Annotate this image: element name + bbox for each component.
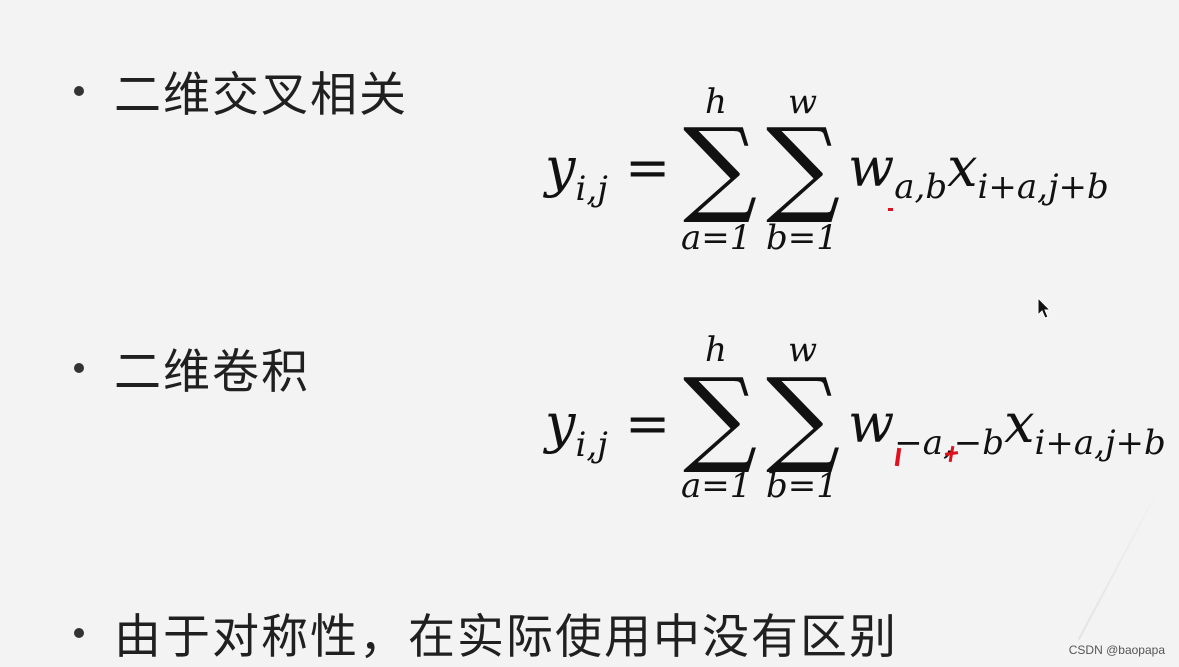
formula-term: w−a,−bxi+a,j+b xyxy=(848,392,1166,463)
summation-symbol: ∑ xyxy=(766,105,841,227)
summation-symbol: ∑ xyxy=(683,355,758,477)
annotation-mark xyxy=(888,208,893,211)
mouse-pointer-icon xyxy=(1037,297,1052,319)
sum2-lower-limit: b=1 xyxy=(766,466,838,506)
sum2-upper-limit: w xyxy=(788,82,818,122)
formula-lhs: yi,j xyxy=(545,136,608,209)
watermark: CSDN @baopapa xyxy=(1068,643,1165,657)
bullet-text: 二维卷积 xyxy=(114,345,310,400)
bullet-symmetry-note: 由于对称性，在实际使用中没有区别 xyxy=(74,598,898,667)
bullet-convolution: 二维卷积 xyxy=(74,333,310,402)
equals-sign: = xyxy=(625,136,671,199)
bullet-cross-correlation: 二维交叉相关 xyxy=(74,56,408,125)
sum1-lower-limit: a=1 xyxy=(681,218,752,258)
bullet-dot xyxy=(74,362,84,373)
bullet-text: 由于对称性，在实际使用中没有区别 xyxy=(114,610,898,665)
background-edge xyxy=(1077,480,1165,640)
formula-term: wa,bxi+a,j+b xyxy=(848,136,1109,207)
sum2-lower-limit: b=1 xyxy=(766,218,838,258)
sum1-upper-limit: h xyxy=(705,82,727,122)
sum1-upper-limit: h xyxy=(705,330,727,370)
summation-symbol: ∑ xyxy=(766,355,841,477)
bullet-dot xyxy=(74,85,84,96)
bullet-text: 二维交叉相关 xyxy=(114,68,408,123)
summation-symbol: ∑ xyxy=(683,105,758,227)
sum2-upper-limit: w xyxy=(788,330,818,370)
bullet-dot xyxy=(74,627,84,638)
equals-sign: = xyxy=(625,392,671,455)
formula-lhs: yi,j xyxy=(545,392,608,465)
sum1-lower-limit: a=1 xyxy=(681,466,752,506)
